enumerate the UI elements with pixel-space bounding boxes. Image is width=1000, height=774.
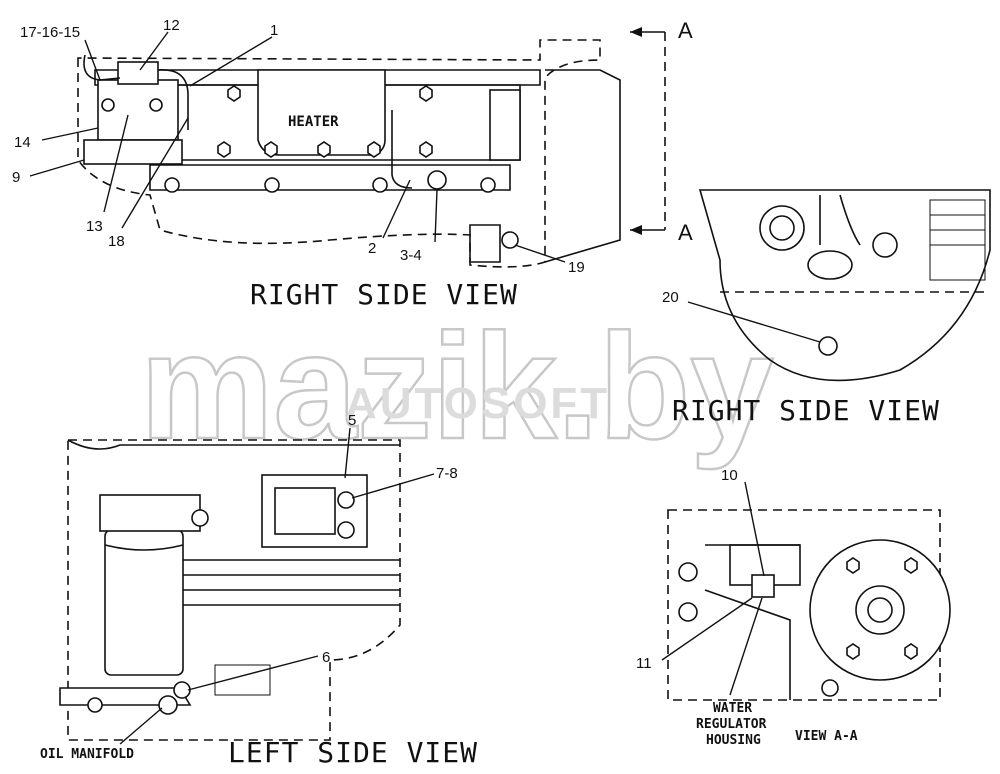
engine-outline-dashed [77,39,601,268]
lower-bracket [469,224,501,263]
fitting-10 [751,574,775,598]
callout-12: 12 [163,17,180,34]
water-regulator-label-2: REGULATOR [696,717,767,732]
callout-5: 5 [348,412,356,429]
oil-manifold-label: OIL MANIFOLD [40,747,134,762]
left-block-ribs [183,559,400,606]
watermark-main: mazik.by [140,302,774,470]
callout-13: 13 [86,218,103,235]
bolt-7-8 [337,491,355,509]
water-regulator-label-1: WATER [713,701,752,716]
callout-17-16-15: 17-16-15 [20,24,80,41]
fitting-6 [173,681,191,699]
callout-3-4: 3-4 [400,247,422,264]
right-side-view-detail: 20 RIGHT SIDE VIEW [662,189,991,427]
block-bolts [217,85,433,158]
title-right-side-view-main: RIGHT SIDE VIEW [250,278,518,311]
callout-14: 14 [14,134,31,151]
title-right-side-view-detail: RIGHT SIDE VIEW [672,394,940,427]
title-view-a-a: VIEW A-A [795,729,858,744]
callout-7-8: 7-8 [436,465,458,482]
callout-2: 2 [368,240,376,257]
heater-housing [257,69,386,156]
heater-label: HEATER [288,114,339,130]
top-rail [94,69,541,86]
wire-1 [157,69,189,130]
pulley-bolts [846,557,918,660]
lower-pan [149,164,511,191]
pan-bolts [164,177,496,193]
left-outline-dashed [67,439,401,741]
callout-18: 18 [108,233,125,250]
callout-19: 19 [568,259,585,276]
callout-9: 9 [12,169,20,186]
right-side-view-main: HEATER [12,17,621,311]
front-cover [544,69,621,263]
watermark: mazik.by AUTOSOFT [139,301,775,472]
section-letter-bottom: A [678,220,693,245]
callout-20: 20 [662,289,679,306]
detail-filter-cap [807,250,853,280]
view-a-a: 10 11 WATER REGULATOR HOUSING VIEW A-A [636,467,951,748]
oil-filter [104,529,184,676]
side-bracket [489,89,521,161]
leaders-right-main [29,31,566,263]
section-letter-top: A [678,18,693,43]
filter-base [99,494,201,532]
watermark-sub: AUTOSOFT [345,379,610,428]
title-left-side-view: LEFT SIDE VIEW [228,736,478,769]
relay-top [117,61,159,85]
callout-1: 1 [270,22,278,39]
relay-bracket [83,139,183,165]
callout-10: 10 [721,467,738,484]
section-markers: A A [630,18,693,245]
fitting-3-4 [427,170,447,190]
fitting-19 [501,231,519,249]
water-regulator-label-3: HOUSING [706,733,761,748]
pipe-2 [391,110,413,189]
callout-6: 6 [322,649,330,666]
drain-plug-20 [818,336,838,356]
view-a-a-outline [667,509,941,701]
callout-11: 11 [636,655,652,672]
left-side-view: 5 7-8 6 OIL MANIFOLD LEFT SIDE VIEW [40,412,478,769]
